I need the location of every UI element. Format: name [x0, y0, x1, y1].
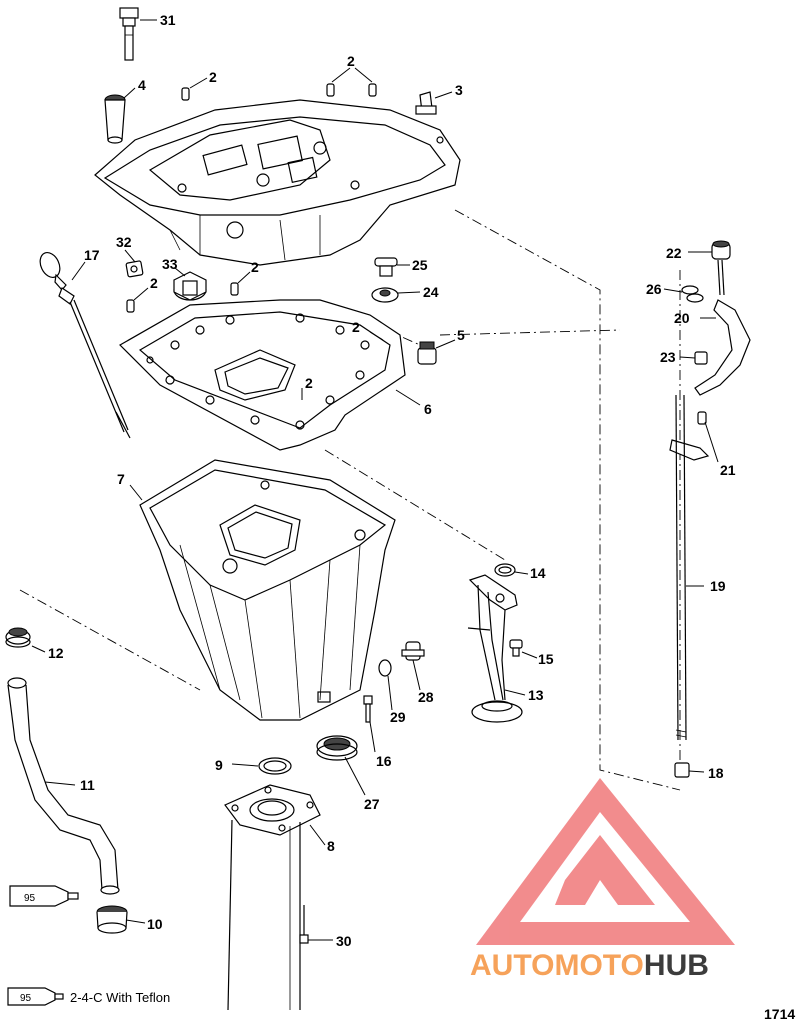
- sleeve-4: [104, 94, 126, 144]
- nut-23: [694, 351, 708, 365]
- o-ring-14: [494, 563, 516, 577]
- callout-2: 2: [352, 319, 360, 335]
- tube-label: 95: [24, 893, 36, 904]
- screw-16: [363, 695, 373, 723]
- washer-29: [378, 659, 392, 677]
- grommet-5: [417, 341, 437, 365]
- callout-23: 23: [660, 349, 676, 365]
- pickup-tube-13: [467, 574, 523, 723]
- callout-26: 26: [646, 281, 662, 297]
- callout-27: 27: [364, 796, 380, 812]
- watermark-hub: HUB: [644, 949, 709, 982]
- nut-32: [125, 260, 144, 278]
- callout-13: 13: [528, 687, 544, 703]
- shift-shaft-19: [675, 394, 687, 741]
- fitting-3: [415, 91, 437, 115]
- callout-25: 25: [412, 257, 428, 273]
- callout-32: 32: [116, 234, 132, 250]
- callout-24: 24: [423, 284, 439, 300]
- callout-6: 6: [424, 401, 432, 417]
- watermark-logo: [476, 778, 735, 945]
- callout-16: 16: [376, 753, 392, 769]
- legend-tube-label: 95: [20, 993, 32, 1004]
- callout-5: 5: [457, 327, 465, 343]
- callout-31: 31: [160, 12, 176, 28]
- seal-27: [316, 735, 358, 761]
- leader-lines: [31, 19, 719, 941]
- clip-26: [681, 285, 704, 303]
- callout-20: 20: [674, 310, 690, 326]
- svg-text:AUTOMOTOHUB: AUTOMOTOHUB: [470, 949, 709, 982]
- callout-17: 17: [84, 247, 100, 263]
- sleeve-10: [96, 905, 128, 934]
- housing-8: [224, 784, 321, 1011]
- washer-24: [371, 287, 399, 303]
- callout-3: 3: [455, 82, 463, 98]
- callout-33: 33: [162, 256, 178, 272]
- callout-numbers: 31 4 2 2 3 32 17 33 2 2 25 24 2 5 2 6 7 …: [48, 12, 736, 949]
- callout-22: 22: [666, 245, 682, 261]
- oil-pan-7: [139, 459, 396, 721]
- bolt-15: [509, 639, 523, 657]
- plug-28: [401, 641, 425, 661]
- callout-2: 2: [150, 275, 158, 291]
- bolt-30: [299, 905, 309, 944]
- callout-2: 2: [305, 375, 313, 391]
- cap-22: [711, 240, 731, 260]
- bolt-31: [119, 7, 139, 61]
- callout-15: 15: [538, 651, 554, 667]
- callout-30: 30: [336, 933, 352, 949]
- callout-19: 19: [710, 578, 726, 594]
- figure-number: 1714: [764, 1006, 795, 1022]
- callout-10: 10: [147, 916, 163, 932]
- gasket-6: [119, 299, 406, 451]
- callout-28: 28: [418, 689, 434, 705]
- callout-21: 21: [720, 462, 736, 478]
- hose-11: [7, 677, 120, 895]
- callout-2: 2: [209, 69, 217, 85]
- callout-2: 2: [347, 53, 355, 69]
- callout-12: 12: [48, 645, 64, 661]
- rod-link-20: [694, 259, 751, 396]
- legend-text: 2-4-C With Teflon: [70, 990, 170, 1005]
- legend: 95 2-4-C With Teflon: [7, 987, 170, 1006]
- seal-9: [258, 757, 292, 775]
- callout-4: 4: [138, 77, 146, 93]
- cup-33: [173, 271, 207, 301]
- lubricant-tube: 95: [9, 885, 79, 907]
- callout-29: 29: [390, 709, 406, 725]
- callout-7: 7: [117, 471, 125, 487]
- watermark-auto: AUTO: [470, 949, 554, 982]
- bushing-18: [674, 762, 690, 778]
- callout-11: 11: [80, 777, 95, 793]
- plug-25: [374, 257, 398, 277]
- callout-8: 8: [327, 838, 335, 854]
- grommet-12: [5, 627, 31, 648]
- watermark-moto: MOTO: [554, 949, 643, 982]
- adaptor-plate: [94, 99, 461, 266]
- dipstick-17: [39, 252, 131, 439]
- callout-14: 14: [530, 565, 546, 581]
- link-21: [669, 411, 710, 461]
- callout-9: 9: [215, 757, 223, 773]
- callout-18: 18: [708, 765, 724, 781]
- callout-2: 2: [251, 259, 259, 275]
